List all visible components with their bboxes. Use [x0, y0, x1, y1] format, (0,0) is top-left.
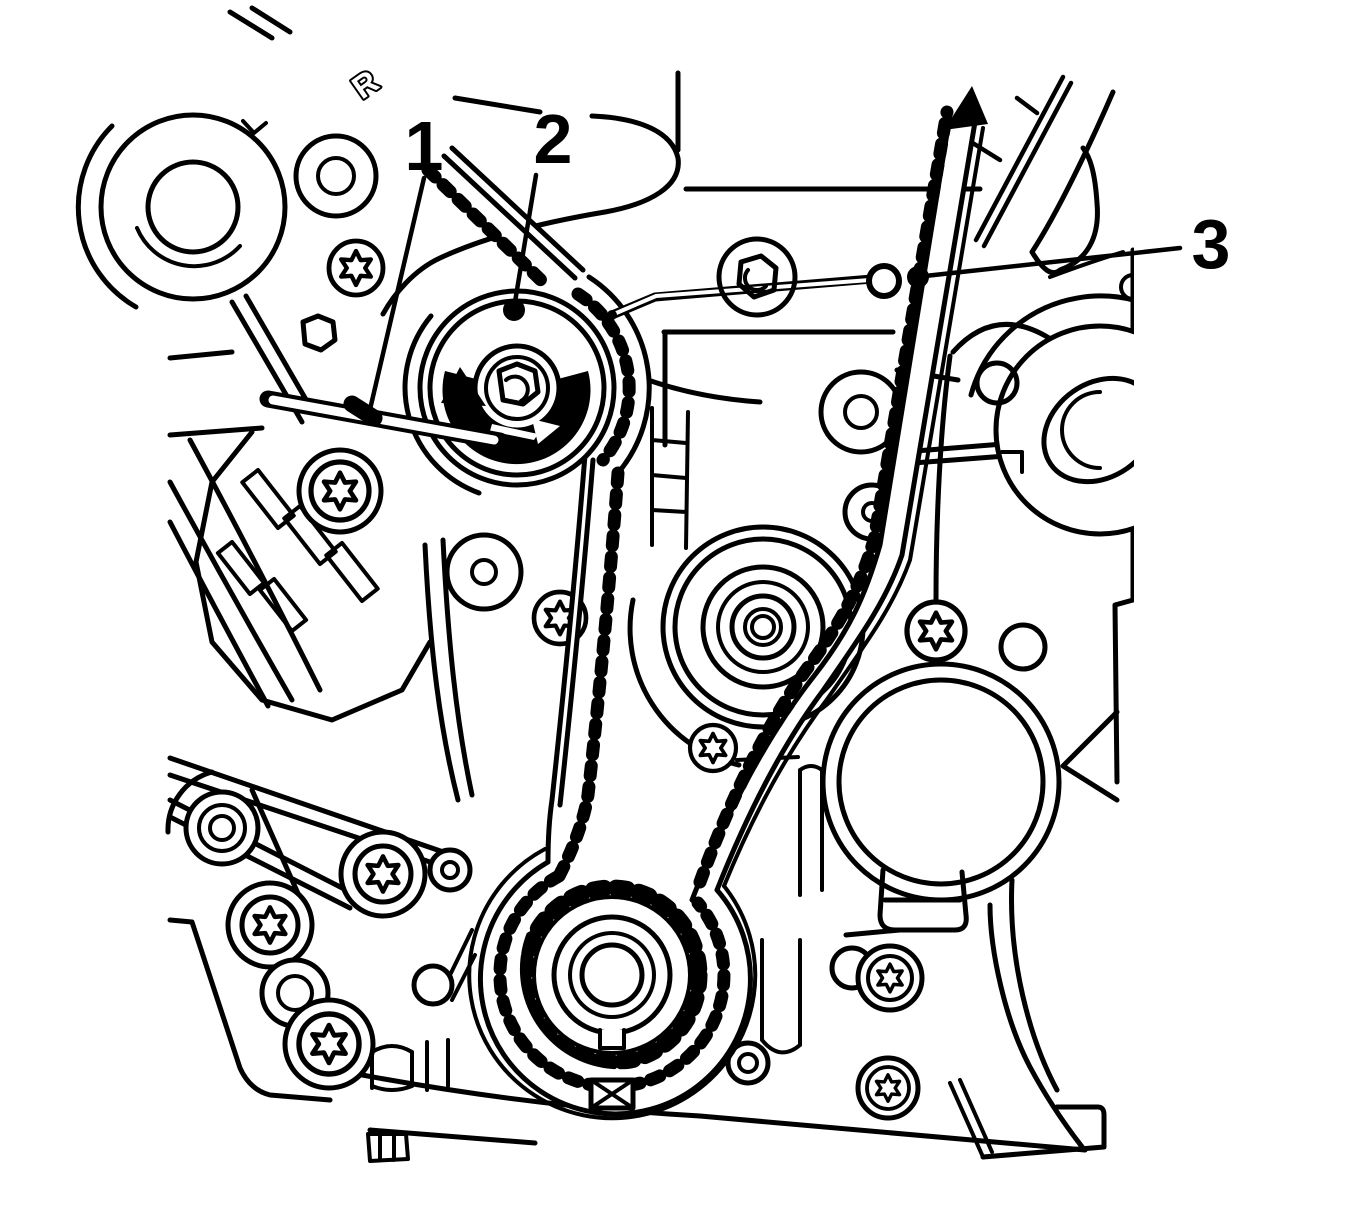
- right-bolt-cluster: [725, 938, 925, 1121]
- water-pump: [820, 661, 1062, 933]
- lower-bolt-cluster: [183, 789, 473, 1091]
- bolt-hole: [974, 360, 1020, 406]
- camshaft-bolt: [293, 133, 379, 219]
- callout-2-dot: [503, 299, 525, 321]
- callout-3-label: 3: [1192, 205, 1231, 283]
- crankshaft-sprocket: [516, 879, 708, 1071]
- pivot-stud: [444, 532, 524, 612]
- torx-bolt: [690, 725, 736, 771]
- engine-block-lines: [165, 5, 1125, 1163]
- callout-3: 3: [907, 205, 1230, 288]
- bolt-hole: [998, 622, 1048, 672]
- camshaft-sprocket: [75, 112, 288, 310]
- cast-mark-r: R: [345, 63, 385, 106]
- callout-1: 1: [365, 107, 444, 421]
- timing-mark: [588, 1077, 636, 1111]
- engine-block-right: [820, 247, 1134, 1160]
- callout-2: 2: [503, 100, 572, 321]
- tensioner-hex-socket: [496, 361, 541, 407]
- bracket-bolt: [296, 447, 384, 535]
- belt-retaining-pin: [607, 263, 902, 320]
- center-bolt: [716, 236, 798, 318]
- callout-3-dot: [907, 266, 929, 288]
- callout-1-leader: [365, 175, 427, 421]
- callout-2-leader: [512, 172, 539, 305]
- valve-cover-outline: [380, 113, 681, 317]
- torx-bolt: [329, 241, 383, 295]
- callout-2-label: 2: [534, 100, 573, 178]
- callout-3-leader: [922, 245, 1183, 279]
- callout-1-label: 1: [405, 107, 444, 185]
- hex-bolt: [300, 313, 338, 353]
- belt-direction-arrow: [944, 86, 988, 130]
- crankshaft-bore: [968, 293, 1134, 537]
- timing-belt: [421, 86, 988, 1121]
- torx-bolt: [907, 602, 965, 660]
